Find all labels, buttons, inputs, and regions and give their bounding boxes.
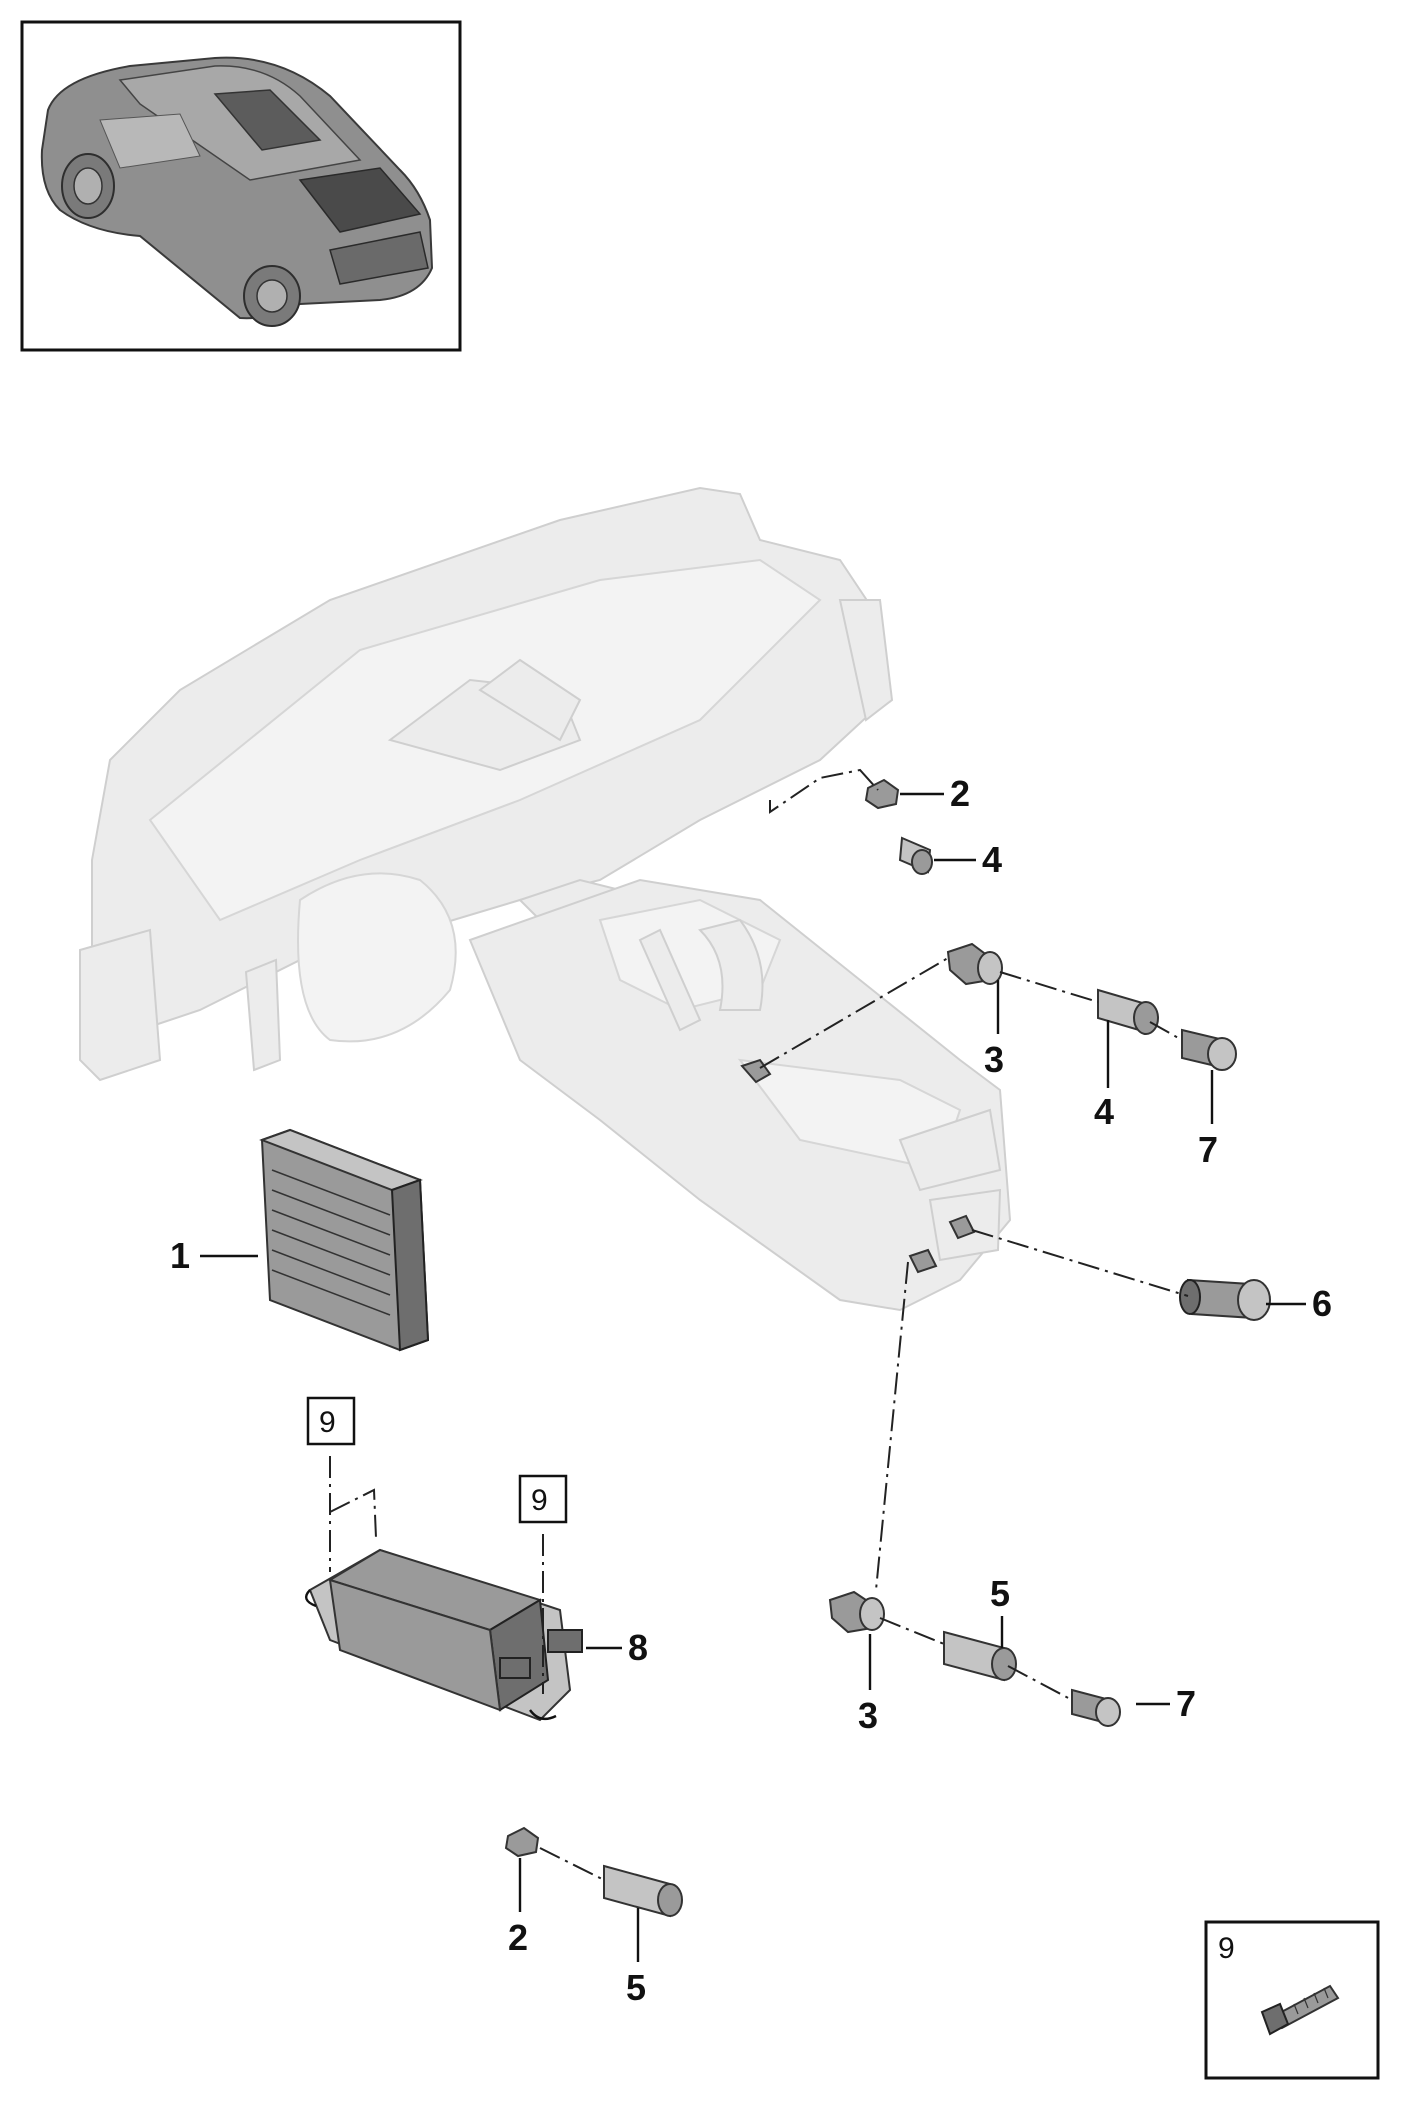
part-3-holder-low	[828, 1590, 885, 1634]
part-5-socket-low	[943, 1630, 1017, 1682]
suv-illustration	[40, 56, 434, 327]
dashboard-ghost	[79, 486, 894, 1082]
callout-3-mid: 3	[984, 1039, 1004, 1080]
callout-5-low: 5	[990, 1573, 1010, 1614]
callout-2-upper: 2	[950, 773, 970, 814]
callout-5-bottom: 5	[626, 1967, 646, 2008]
callout-4-mid: 4	[1094, 1091, 1114, 1132]
callout-1: 1	[170, 1235, 190, 1276]
part-2-upper-holder	[864, 778, 900, 810]
legend-frame	[1204, 1920, 1380, 2080]
legend-number: 9	[1218, 1932, 1235, 1965]
part-5-socket-bottom	[603, 1864, 683, 1918]
connector-console-rear	[908, 1214, 976, 1274]
vehicle-overview	[20, 20, 462, 352]
center-console-ghost	[468, 878, 1012, 1312]
bolt-icon	[1260, 1984, 1340, 2036]
part-7-cap-low	[1071, 1688, 1121, 1727]
callout-7-low: 7	[1176, 1683, 1196, 1724]
boxed-ref-9-right-label: 9	[531, 1484, 548, 1517]
part-7-cap-mid	[1181, 1028, 1237, 1071]
part-2-lower-holder	[504, 1826, 540, 1858]
boxed-ref-9-right: 9	[518, 1474, 568, 1524]
part-4-upper-socket	[898, 836, 933, 875]
boxed-ref-9-left-label: 9	[319, 1406, 336, 1439]
part-8-module	[304, 1548, 583, 1722]
callout-8: 8	[628, 1627, 648, 1668]
callout-7-mid: 7	[1198, 1129, 1218, 1170]
part-1-control-unit	[259, 1128, 430, 1352]
callout-3-low: 3	[858, 1695, 878, 1736]
part-3-holder-mid	[946, 942, 1003, 986]
callout-6: 6	[1312, 1283, 1332, 1324]
boxed-ref-9-left: 9	[306, 1396, 356, 1446]
part-4-socket-mid	[1097, 988, 1159, 1035]
callout-4-upper: 4	[982, 839, 1002, 880]
callout-labels: 2 4 3 4 7 6 1 8 5 3 7 2 5	[170, 773, 1332, 2008]
assembly-lines	[329, 768, 1189, 1881]
part-6-socket	[1179, 1278, 1271, 1321]
legend-part-9: 9	[1204, 1920, 1380, 2080]
callout-2-lower: 2	[508, 1917, 528, 1958]
leader-lines	[200, 792, 1306, 1962]
